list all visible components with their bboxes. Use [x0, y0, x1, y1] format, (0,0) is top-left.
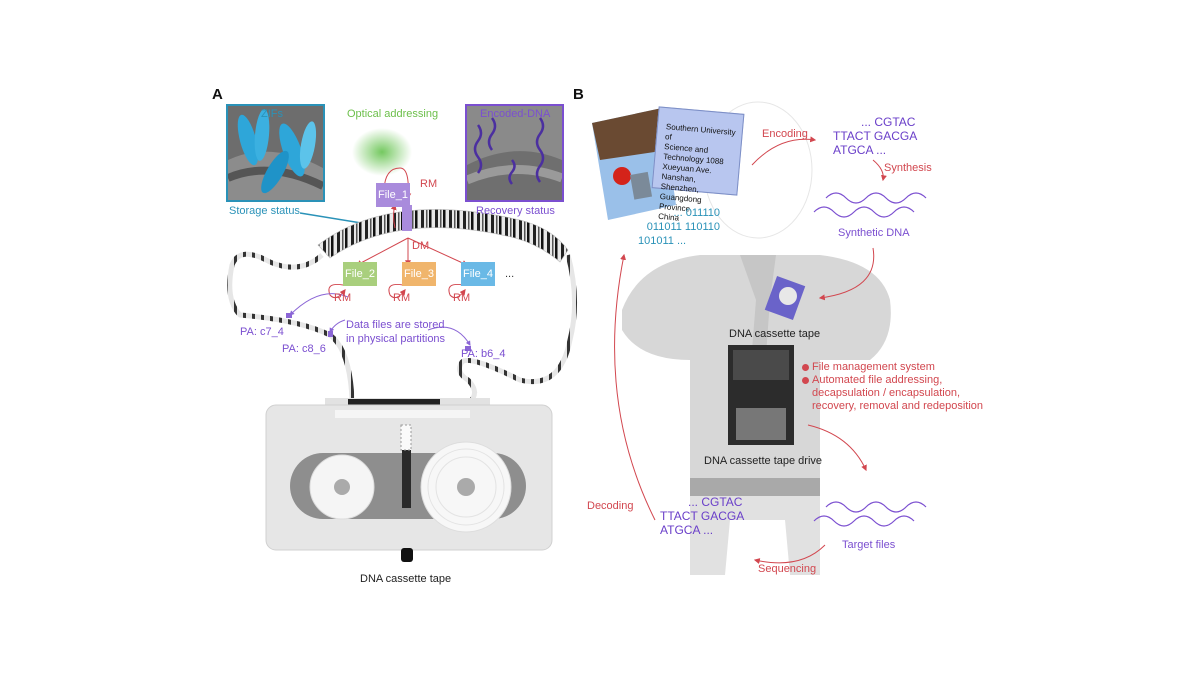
sequence-bottom: ... CGTAC TTACT GACGA ATGCA ... — [660, 495, 744, 537]
address-note-window: Southern University of Science and Techn… — [651, 106, 745, 223]
process-arrows — [614, 136, 887, 564]
dm-label: DM — [412, 240, 430, 252]
file-3-box: File_3 — [402, 262, 436, 286]
rm-label-file3: RM — [393, 292, 411, 304]
synthetic-dna-label: Synthetic DNA — [838, 227, 910, 239]
partition-address-c8-6: PA: c8_6 — [282, 343, 326, 355]
encoding-label: Encoding — [762, 128, 808, 140]
partition-address-b6-4: PA: b6_4 — [461, 348, 506, 360]
file-2-box: File_2 — [343, 262, 377, 286]
synthesis-label: Synthesis — [884, 162, 932, 174]
file-4-box: File_4 — [461, 262, 495, 286]
binary-line: ... 011110 — [673, 207, 720, 219]
feature-item: decapsulation / encapsulation, — [812, 387, 960, 399]
encoded-dna-label: Encoded-DNA — [480, 108, 551, 120]
bullet-icon — [802, 377, 809, 384]
partition-note-line2: in physical partitions — [346, 333, 446, 345]
feature-item: File management system — [802, 361, 983, 374]
rm-label-file2: RM — [334, 292, 352, 304]
bullet-icon — [802, 364, 809, 371]
binary-line: 101011 ... — [638, 235, 687, 247]
target-dna-strands — [813, 501, 927, 527]
rm-label-file1: RM — [420, 178, 438, 190]
zifs-inset — [226, 104, 325, 202]
cassette-shell — [265, 398, 553, 562]
photo-card — [592, 108, 676, 220]
small-cassette-icon — [764, 275, 806, 321]
file-1-segment — [402, 205, 412, 231]
cassette-tape-label: DNA cassette tape — [729, 328, 821, 340]
partition-note-line1: Data files are stored — [346, 319, 445, 331]
sequence-top: ... CGTAC TTACT GACGA ATGCA ... — [833, 115, 917, 157]
tape-loop — [227, 251, 577, 404]
synthetic-dna-strands — [813, 192, 927, 218]
decoding-label: Decoding — [587, 500, 634, 512]
storage-status-label: Storage status — [229, 205, 300, 217]
target-files-label: Target files — [842, 539, 896, 551]
cassette-label: DNA cassette tape — [360, 573, 452, 585]
sequence-line: ... CGTAC — [861, 115, 916, 129]
binary-line: 011011 110110 — [646, 221, 720, 233]
sequence-line: ... CGTAC — [688, 495, 743, 509]
panel-a-letter: A — [212, 86, 223, 103]
feature-item: recovery, removal and redeposition — [812, 400, 983, 412]
sequencing-label: Sequencing — [758, 563, 817, 575]
sequence-line: TTACT GACGA — [833, 129, 918, 143]
binary-data: ... 011110 011011 110110 101011 ... — [638, 206, 720, 248]
more-files-ellipsis: ... — [505, 268, 515, 280]
zifs-label: ZIFs — [261, 108, 283, 120]
tape-drive-icon — [728, 345, 794, 445]
feature-item: Automated file addressing, — [802, 374, 983, 387]
drive-features-list: File management system Automated file ad… — [802, 361, 983, 413]
optical-addressing-label: Optical addressing — [347, 108, 439, 120]
panel-b-letter: B — [573, 86, 584, 103]
recovery-status-label: Recovery status — [476, 205, 555, 217]
rm-label-file4: RM — [453, 292, 471, 304]
optical-addressing-glow — [352, 128, 412, 176]
drive-label: DNA cassette tape drive — [704, 455, 823, 467]
sequence-line: ATGCA ... — [833, 143, 887, 157]
partition-arrows — [289, 293, 471, 346]
encoded-dna-inset — [465, 104, 564, 202]
sequence-line: TTACT GACGA — [660, 509, 745, 523]
sequence-line: ATGCA ... — [660, 523, 714, 537]
file-1-box: File_1 — [376, 183, 410, 207]
partition-address-c7-4: PA: c7_4 — [240, 326, 284, 338]
